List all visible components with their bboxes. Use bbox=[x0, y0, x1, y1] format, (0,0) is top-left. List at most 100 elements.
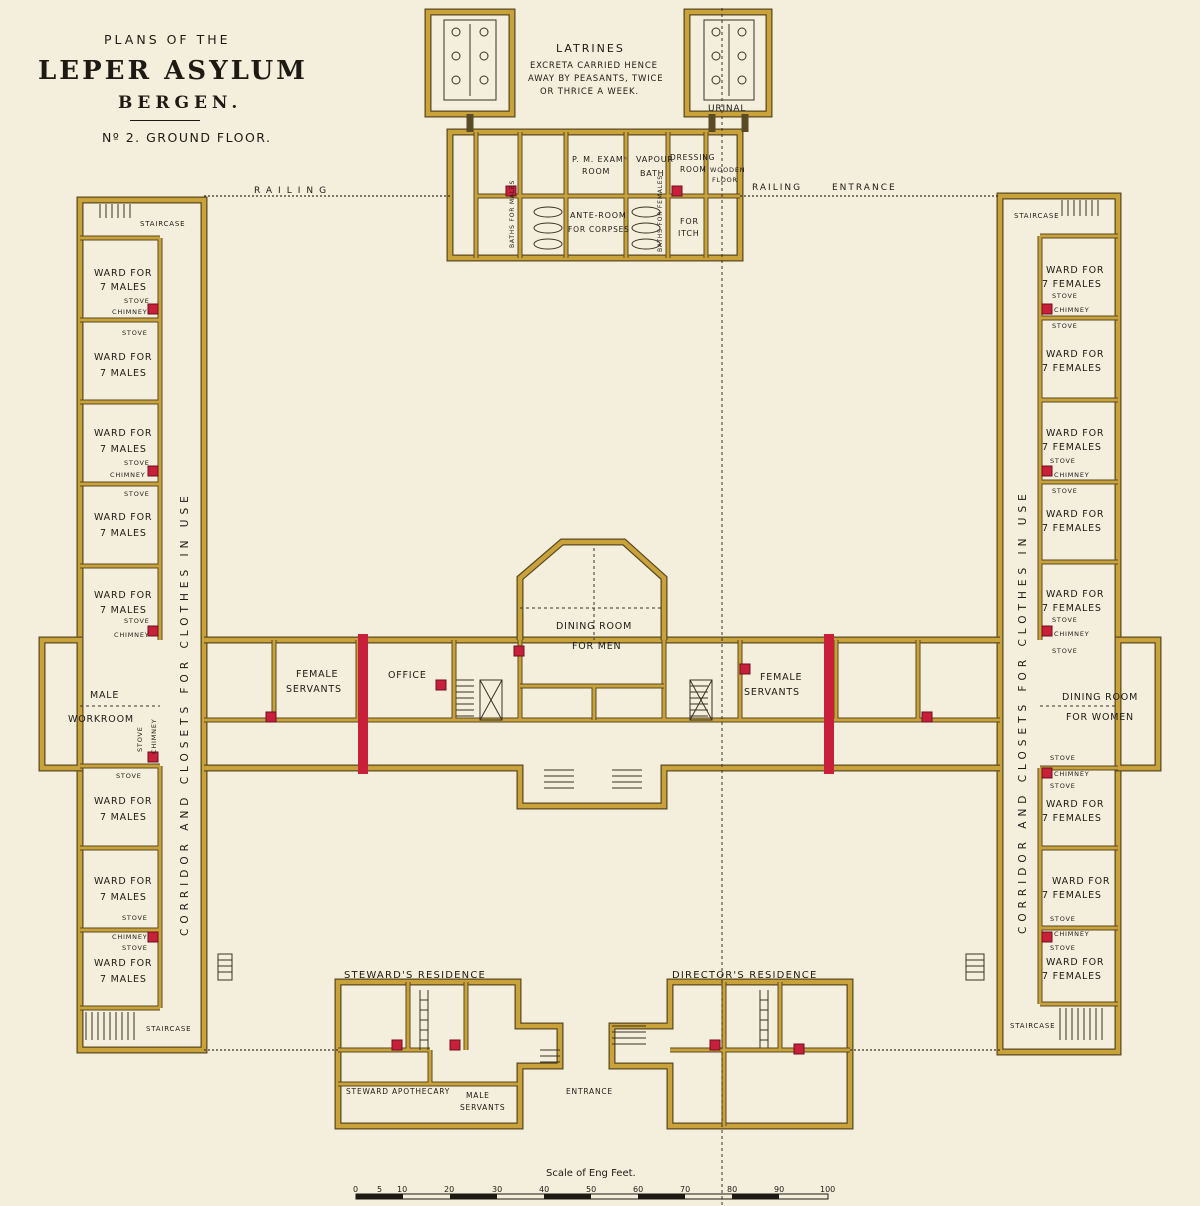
stove-label-r1a: STOVE bbox=[1052, 292, 1078, 300]
stove-label-r3a: STOVE bbox=[1050, 457, 1076, 465]
ward-label-l8: WARD FOR bbox=[94, 958, 152, 969]
stove-label-l1b: STOVE bbox=[122, 329, 148, 337]
ward-label-r7: WARD FOR bbox=[1052, 876, 1110, 887]
ward-count-l5: 7 MALES bbox=[100, 605, 147, 616]
itch-label-1: FOR bbox=[680, 217, 699, 226]
scale-tick-0: 0 bbox=[353, 1185, 358, 1194]
entrance-top-label: ENTRANCE bbox=[832, 183, 897, 193]
female-servants-left-2: SERVANTS bbox=[286, 684, 342, 695]
ward-label-r5: WARD FOR bbox=[1046, 589, 1104, 600]
scale-ticks: 0 5 10 20 30 40 50 60 70 80 90 100 bbox=[353, 1185, 835, 1194]
chimney-label-r7: CHIMNEY bbox=[1054, 930, 1090, 938]
latrines-note-3: OR THRICE A WEEK. bbox=[540, 87, 639, 97]
vapour-label-1: VAPOUR bbox=[636, 155, 674, 164]
dressing-label-2: ROOM bbox=[680, 165, 707, 174]
stove-label-l5: STOVE bbox=[124, 617, 150, 625]
baths-females-label: BATHS FOR FEMALES bbox=[657, 175, 664, 252]
scale-tick-60: 60 bbox=[633, 1185, 643, 1194]
ward-label-l5: WARD FOR bbox=[94, 590, 152, 601]
scale-tick-40: 40 bbox=[539, 1185, 549, 1194]
stove-label-r5b: STOVE bbox=[1052, 647, 1078, 655]
room-labels: LATRINES EXCRETA CARRIED HENCE AWAY BY P… bbox=[68, 42, 1138, 1112]
railing-right-label: RAILING bbox=[752, 183, 802, 193]
chimney-label-r3: CHIMNEY bbox=[1054, 471, 1090, 479]
stove-label-r8: STOVE bbox=[1050, 944, 1076, 952]
dressing-label-1: DRESSING bbox=[670, 153, 715, 162]
scale-tick-70: 70 bbox=[680, 1185, 690, 1194]
scale-tick-50: 50 bbox=[586, 1185, 596, 1194]
female-servants-right-2: SERVANTS bbox=[744, 687, 800, 698]
wooden-label-2: FLOOR bbox=[712, 176, 738, 184]
dining-men-label-2: FOR MEN bbox=[572, 641, 621, 652]
office-label: OFFICE bbox=[388, 670, 427, 681]
ward-count-r8: 7 FEMALES bbox=[1042, 971, 1102, 982]
female-servants-left-1: FEMALE bbox=[296, 669, 338, 680]
ward-label-r4: WARD FOR bbox=[1046, 509, 1104, 520]
ward-count-r2: 7 FEMALES bbox=[1042, 363, 1102, 374]
outer-walls bbox=[38, 8, 1162, 1130]
ward-count-r7: 7 FEMALES bbox=[1042, 890, 1102, 901]
chimney-label-l1: CHIMNEY bbox=[112, 308, 148, 316]
ward-count-r1: 7 FEMALES bbox=[1042, 279, 1102, 290]
urinal-label: URINAL bbox=[708, 104, 746, 114]
chimney-label-workroom: CHIMNEY bbox=[150, 719, 158, 755]
ward-label-l3: WARD FOR bbox=[94, 428, 152, 439]
dining-women-label-1: DINING ROOM bbox=[1062, 692, 1138, 703]
scale-tick-30: 30 bbox=[492, 1185, 502, 1194]
corridor-label-right: CORRIDOR AND CLOSETS FOR CLOTHES IN USE bbox=[1017, 489, 1029, 934]
title-line-2: LEPER ASYLUM bbox=[38, 56, 308, 86]
dining-men-label-1: DINING ROOM bbox=[556, 621, 632, 632]
chimney-label-r1: CHIMNEY bbox=[1054, 306, 1090, 314]
ante-room-label-2: FOR CORPSES bbox=[568, 225, 630, 234]
staircase-label-nw: STAIRCASE bbox=[140, 220, 185, 228]
ward-label-l4: WARD FOR bbox=[94, 512, 152, 523]
ward-label-r2: WARD FOR bbox=[1046, 349, 1104, 360]
ward-count-l8: 7 MALES bbox=[100, 974, 147, 985]
ward-count-l1: 7 MALES bbox=[100, 282, 147, 293]
male-servants-label-1: MALE bbox=[466, 1091, 490, 1100]
title-line-1: PLANS OF THE bbox=[104, 32, 231, 47]
title-rule bbox=[130, 120, 200, 121]
ward-label-r8: WARD FOR bbox=[1046, 957, 1104, 968]
stove-label-r6a: STOVE bbox=[1050, 754, 1076, 762]
latrines-note-2: AWAY BY PEASANTS, TWICE bbox=[528, 74, 663, 84]
stove-label-r6b: STOVE bbox=[1050, 782, 1076, 790]
ward-label-r1: WARD FOR bbox=[1046, 265, 1104, 276]
stove-label-r3b: STOVE bbox=[1052, 487, 1078, 495]
stove-label-r5a: STOVE bbox=[1052, 616, 1078, 624]
interior-partitions bbox=[80, 132, 1118, 1126]
chimney-label-l5: CHIMNEY bbox=[114, 631, 150, 639]
ward-count-r4: 7 FEMALES bbox=[1042, 523, 1102, 534]
scale-tick-5: 5 bbox=[377, 1185, 382, 1194]
wooden-label-1: WOODEN bbox=[710, 166, 745, 174]
scale-tick-80: 80 bbox=[727, 1185, 737, 1194]
male-workroom-label-1: MALE bbox=[90, 690, 119, 701]
title-line-3: BERGEN. bbox=[118, 93, 243, 113]
ward-count-l4: 7 MALES bbox=[100, 528, 147, 539]
itch-label-2: ITCH bbox=[678, 229, 700, 238]
scale-title: Scale of Eng Feet. bbox=[546, 1168, 636, 1179]
stove-label-workroom: STOVE bbox=[136, 726, 144, 752]
pm-exam-label-1: P. M. EXAMⁿ bbox=[572, 155, 628, 164]
stove-label-r1b: STOVE bbox=[1052, 322, 1078, 330]
male-workroom-label-2: WORKROOM bbox=[68, 714, 134, 725]
chimneys bbox=[147, 185, 1053, 1055]
ward-label-l2: WARD FOR bbox=[94, 352, 152, 363]
entrance-bottom-label: ENTRANCE bbox=[566, 1087, 613, 1096]
ward-label-l7: WARD FOR bbox=[94, 876, 152, 887]
vapour-label-2: BATH bbox=[640, 169, 664, 178]
scale-tick-90: 90 bbox=[774, 1185, 784, 1194]
stove-label-l3a: STOVE bbox=[124, 459, 150, 467]
scale-tick-100: 100 bbox=[820, 1185, 835, 1194]
stove-label-r7: STOVE bbox=[1050, 915, 1076, 923]
latrines-label: LATRINES bbox=[556, 42, 625, 55]
ward-label-r6: WARD FOR bbox=[1046, 799, 1104, 810]
male-servants-label-2: SERVANTS bbox=[460, 1103, 505, 1112]
staircases bbox=[85, 200, 1103, 1063]
steward-apothecary-label: STEWARD APOTHECARY bbox=[346, 1087, 450, 1096]
ward-label-l1: WARD FOR bbox=[94, 268, 152, 279]
director-residence-label: DIRECTOR'S RESIDENCE bbox=[672, 970, 817, 981]
dining-women-label-2: FOR WOMEN bbox=[1066, 712, 1134, 723]
